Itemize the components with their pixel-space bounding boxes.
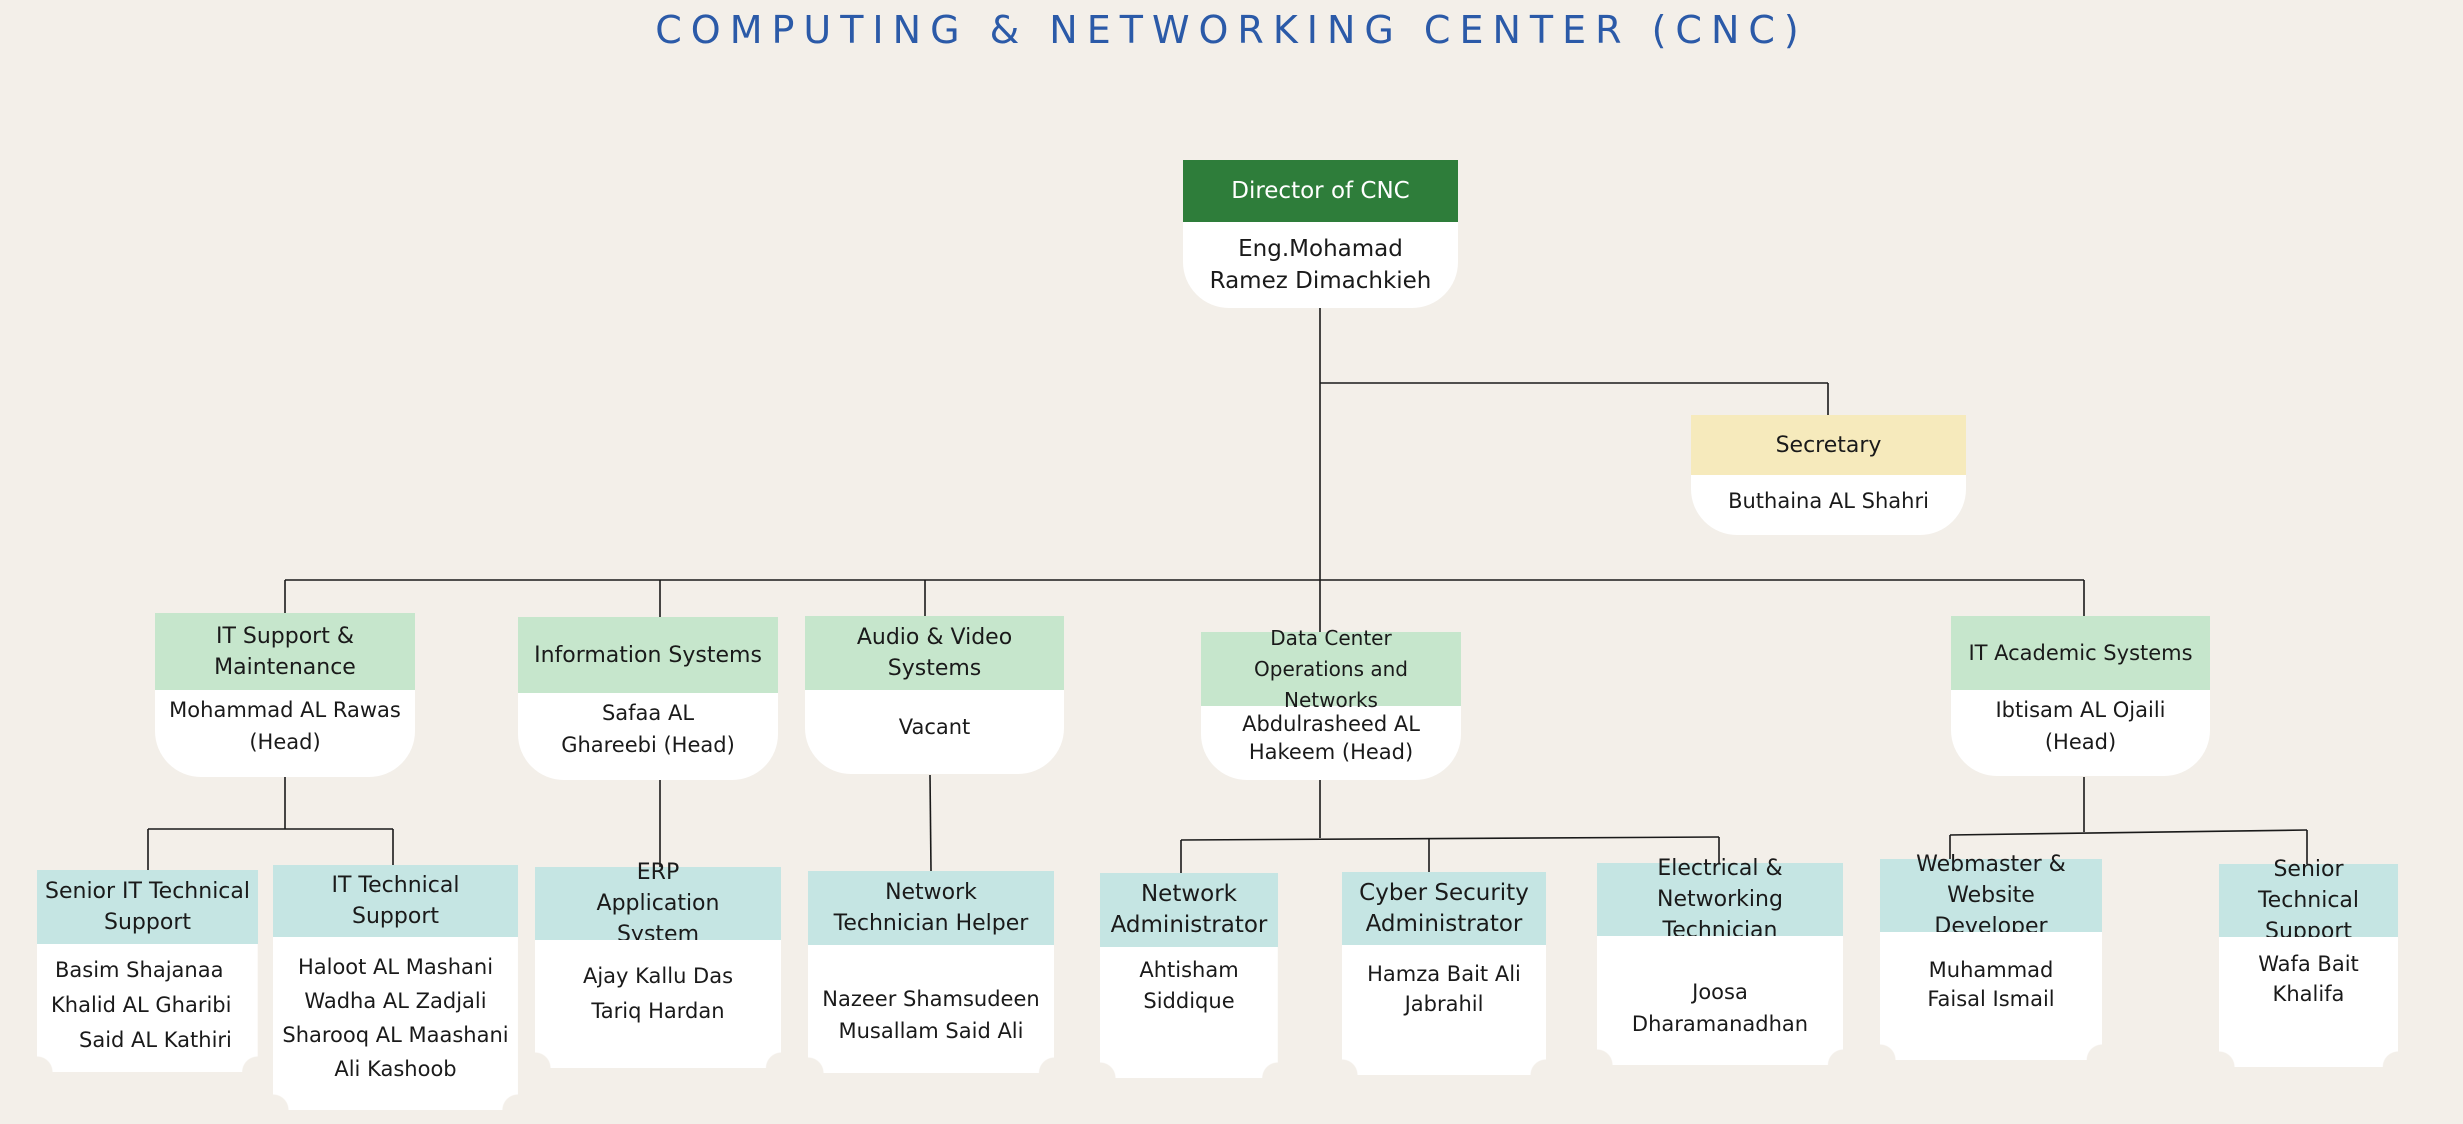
secretary-box: Secretary Buthaina AL Shahri — [1691, 415, 1966, 535]
staff-role: Electrical & Networking Technician — [1597, 856, 1843, 943]
staff-name: Said AL Kathiri — [79, 1027, 232, 1052]
staff-name: Basim Shajanaa — [55, 957, 224, 982]
director-name: Eng.Mohamad Ramez Dimachkieh — [1183, 222, 1458, 308]
staff-network-admin: Network Administrator Ahtisham Siddique — [1100, 873, 1278, 1078]
staff-role: Cyber Security Administrator — [1342, 872, 1546, 945]
staff-name: Haloot AL Mashani — [297, 954, 494, 979]
department-role: Data Center Operations and Networks — [1201, 626, 1461, 712]
staff-names: Haloot AL Mashani Wadha AL Zadjali Sharo… — [273, 937, 518, 1110]
department-it-academic: IT Academic Systems Ibtisam AL Ojaili (H… — [1951, 616, 2210, 776]
staff-role: Senior Technical Support — [2219, 857, 2398, 944]
staff-name: Ali Kashoob — [334, 1056, 457, 1081]
staff-names: Ajay Kallu Das Tariq Hardan — [535, 940, 781, 1068]
staff-role: Network Technician Helper — [808, 871, 1054, 945]
staff-network-technician: Network Technician Helper Nazeer Shamsud… — [808, 871, 1054, 1073]
department-head: Vacant — [805, 690, 1064, 774]
staff-name: Tariq Hardan — [591, 999, 725, 1023]
department-information-systems: Information Systems Safaa AL Ghareebi (H… — [518, 617, 778, 780]
staff-role: Network Administrator — [1100, 873, 1278, 947]
department-it-support: IT Support & Maintenance Mohammad AL Raw… — [155, 613, 415, 777]
chart-title: COMPUTING & NETWORKING CENTER (CNC) — [655, 8, 1808, 52]
staff-role: ERP Application System — [535, 860, 781, 947]
staff-name: Wafa Bait Khalifa — [2219, 937, 2398, 1067]
department-role: Information Systems — [518, 617, 778, 693]
department-role: Audio & Video Systems — [805, 616, 1064, 690]
staff-name: Khalid AL Gharibi — [51, 992, 232, 1017]
staff-electrical-networking: Electrical & Networking Technician Joosa… — [1597, 856, 1843, 1065]
staff-name: Muhammad Faisal Ismail — [1880, 932, 2102, 1060]
staff-name: Ahtisham Siddique — [1100, 947, 1278, 1078]
staff-name: Ajay Kallu Das — [582, 964, 734, 988]
staff-webmaster: Webmaster & Website Developer Muhammad F… — [1880, 852, 2102, 1060]
department-data-center: Data Center Operations and Networks Abdu… — [1201, 626, 1461, 780]
staff-senior-technical-support: Senior Technical Support Wafa Bait Khali… — [2219, 857, 2398, 1067]
department-audio-video: Audio & Video Systems Vacant — [805, 616, 1064, 774]
director-role: Director of CNC — [1183, 160, 1458, 222]
director-box: Director of CNC Eng.Mohamad Ramez Dimach… — [1183, 160, 1458, 308]
staff-name: Joosa Dharamanadhan — [1597, 936, 1843, 1065]
staff-role: Webmaster & Website Developer — [1880, 852, 2102, 939]
department-head: Mohammad AL Rawas (Head) — [155, 690, 415, 777]
staff-senior-it-support: Senior IT Technical Support Basim Shajan… — [37, 870, 258, 1072]
department-role: IT Academic Systems — [1951, 616, 2210, 690]
staff-name: Musallam Said Ali — [838, 1019, 1024, 1043]
department-head: Safaa AL Ghareebi (Head) — [518, 693, 778, 780]
department-head: Ibtisam AL Ojaili (Head) — [1951, 690, 2210, 776]
staff-name: Nazeer Shamsudeen — [822, 987, 1040, 1011]
staff-names: Nazeer Shamsudeen Musallam Said Ali — [808, 945, 1054, 1073]
staff-names: Basim Shajanaa Khalid AL Gharibi Said AL… — [37, 944, 258, 1072]
staff-name: Sharooq AL Maashani — [282, 1022, 509, 1047]
secretary-name: Buthaina AL Shahri — [1691, 475, 1966, 535]
staff-cyber-security: Cyber Security Administrator Hamza Bait … — [1342, 872, 1546, 1075]
staff-erp-application: ERP Application System Ajay Kallu Das Ta… — [535, 860, 781, 1068]
staff-name: Wadha AL Zadjali — [304, 988, 487, 1013]
staff-name: Hamza Bait Ali Jabrahil — [1342, 945, 1546, 1075]
department-head: Abdulrasheed AL Hakeem (Head) — [1201, 706, 1461, 780]
staff-role: IT Technical Support — [273, 865, 518, 937]
staff-it-technical-support: IT Technical Support Haloot AL Mashani W… — [273, 865, 518, 1110]
department-role: IT Support & Maintenance — [155, 613, 415, 690]
secretary-role: Secretary — [1691, 415, 1966, 475]
staff-role: Senior IT Technical Support — [37, 870, 258, 944]
